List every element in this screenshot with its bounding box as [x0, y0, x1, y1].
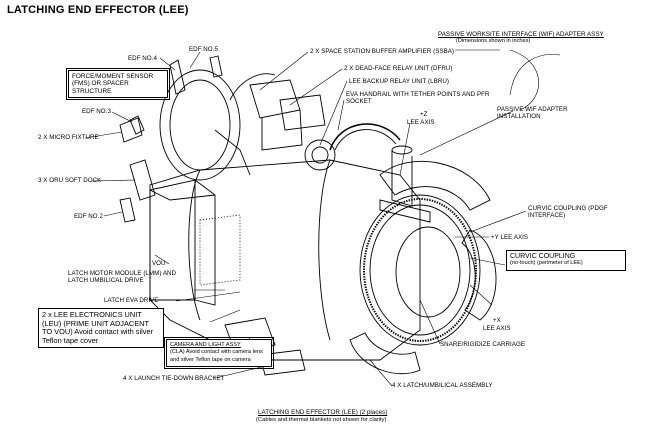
- lee-main-body: [149, 159, 421, 361]
- fms-label-box: FORCE/MOMENT SENSOR (FMS) OR SPACER STRU…: [65, 67, 171, 101]
- curvic-notouch-title: CURVIC COUPLING: [510, 253, 576, 260]
- ssba-label: 2 X SPACE STATION BUFFER AMPLIFIER (SSBA…: [310, 48, 455, 55]
- edf-fixture-5: [209, 55, 223, 78]
- caption-note: (Cables and thermal blankets not shown f…: [256, 417, 387, 423]
- motor-disk: [304, 139, 336, 171]
- caption-title: LATCHING END EFFECTOR (LEE) (2 places): [258, 409, 388, 416]
- micro-fixture: [119, 117, 143, 143]
- latch-eva-drive-label: LATCH EVA DRIVE: [104, 297, 159, 304]
- ssba-module: [249, 79, 301, 119]
- edf-no2-label: EDF NO.2: [74, 213, 103, 220]
- eva-handrail-label: EVA HANDRAIL WITH TETHER POINTS AND PFR …: [346, 91, 490, 106]
- leu-label-box: 2 x LEE ELECTRONICS UNIT (LEU) (PRIME UN…: [38, 308, 164, 349]
- lee-axis-z-label: LEE AXIS: [407, 119, 435, 126]
- wif-title-label: PASSIVE WORKSITE INTERFACE (WIF) ADAPTER…: [438, 31, 604, 38]
- curvic-pdgf-label: CURVIC COUPLING (PDGF INTERFACE): [528, 205, 608, 220]
- dfru-label: 2 X DEAD-FACE RELAY UNIT (DFRU): [344, 65, 453, 72]
- oru-soft-dock-label: 3 X ORU SOFT DOCK: [38, 177, 102, 184]
- launch-bracket: [259, 349, 306, 376]
- passive-wif-install-label: PASSIVE WIF ADAPTER INSTALLATION: [497, 106, 568, 121]
- cla-label-box: CAMERA AND LIGHT ASSY (CLA) Avoid contac…: [163, 336, 275, 370]
- page-title: LATCHING END EFFECTOR (LEE): [7, 4, 189, 16]
- curvic-notouch-body: (no-touch) (perimeter of LEE): [510, 260, 583, 267]
- curvic-notouch-box: CURVIC COUPLING (no-touch) (perimeter of…: [506, 250, 626, 271]
- wif-adapter-post: [391, 150, 413, 207]
- edf-no5-label: EDF NO.5: [189, 46, 218, 53]
- edf-no3-label: EDF NO.3: [82, 108, 111, 115]
- lmm-label: LATCH MOTOR MODULE (LMM) AND LATCH UMBIL…: [68, 270, 177, 285]
- dfru-module: [279, 94, 326, 131]
- lbru-label: LEE BACKUP RELAY UNIT (LBRU): [349, 78, 449, 85]
- lee-axis-x-label: LEE AXIS: [483, 325, 511, 332]
- edf-fixture-4: [169, 59, 186, 95]
- vou-label: VOU: [152, 260, 166, 267]
- oru-soft-dock: [129, 159, 156, 201]
- micro-fixture-label: 2 X MICRO FIXTURE: [38, 134, 99, 141]
- end-effector-ring: [359, 194, 481, 346]
- snare-carriage-label: SNARE/RIGIDIZE CARRIAGE: [440, 341, 526, 348]
- cla-body: (CLA) Avoid contact with camera lens and…: [170, 349, 263, 363]
- edf-fixture-3: [129, 115, 145, 135]
- fms-ring: [159, 69, 241, 181]
- plus-x-label: +X: [493, 317, 501, 324]
- latch-lobe-bottom: [349, 332, 421, 375]
- plus-z-label: +Z: [420, 111, 428, 118]
- edf-fixture-2: [119, 197, 136, 223]
- eva-handrail: [329, 123, 401, 151]
- plus-y-axis-label: +Y LEE AXIS: [491, 234, 529, 241]
- latch-lobe-right: [461, 229, 497, 321]
- wif-dimensions-note: (Dimensions shown in inches): [456, 38, 531, 44]
- launch-bracket-label: 4 X LAUNCH TIE-DOWN BRACKET: [123, 375, 225, 382]
- latch-lobe-top: [379, 160, 491, 211]
- latch-umbilical-label: 4 X LATCH/UMBILICAL ASSEMBLY: [392, 382, 493, 389]
- cla-title: CAMERA AND LIGHT ASSY: [170, 342, 241, 348]
- edf-no4-label: EDF NO.4: [128, 55, 157, 62]
